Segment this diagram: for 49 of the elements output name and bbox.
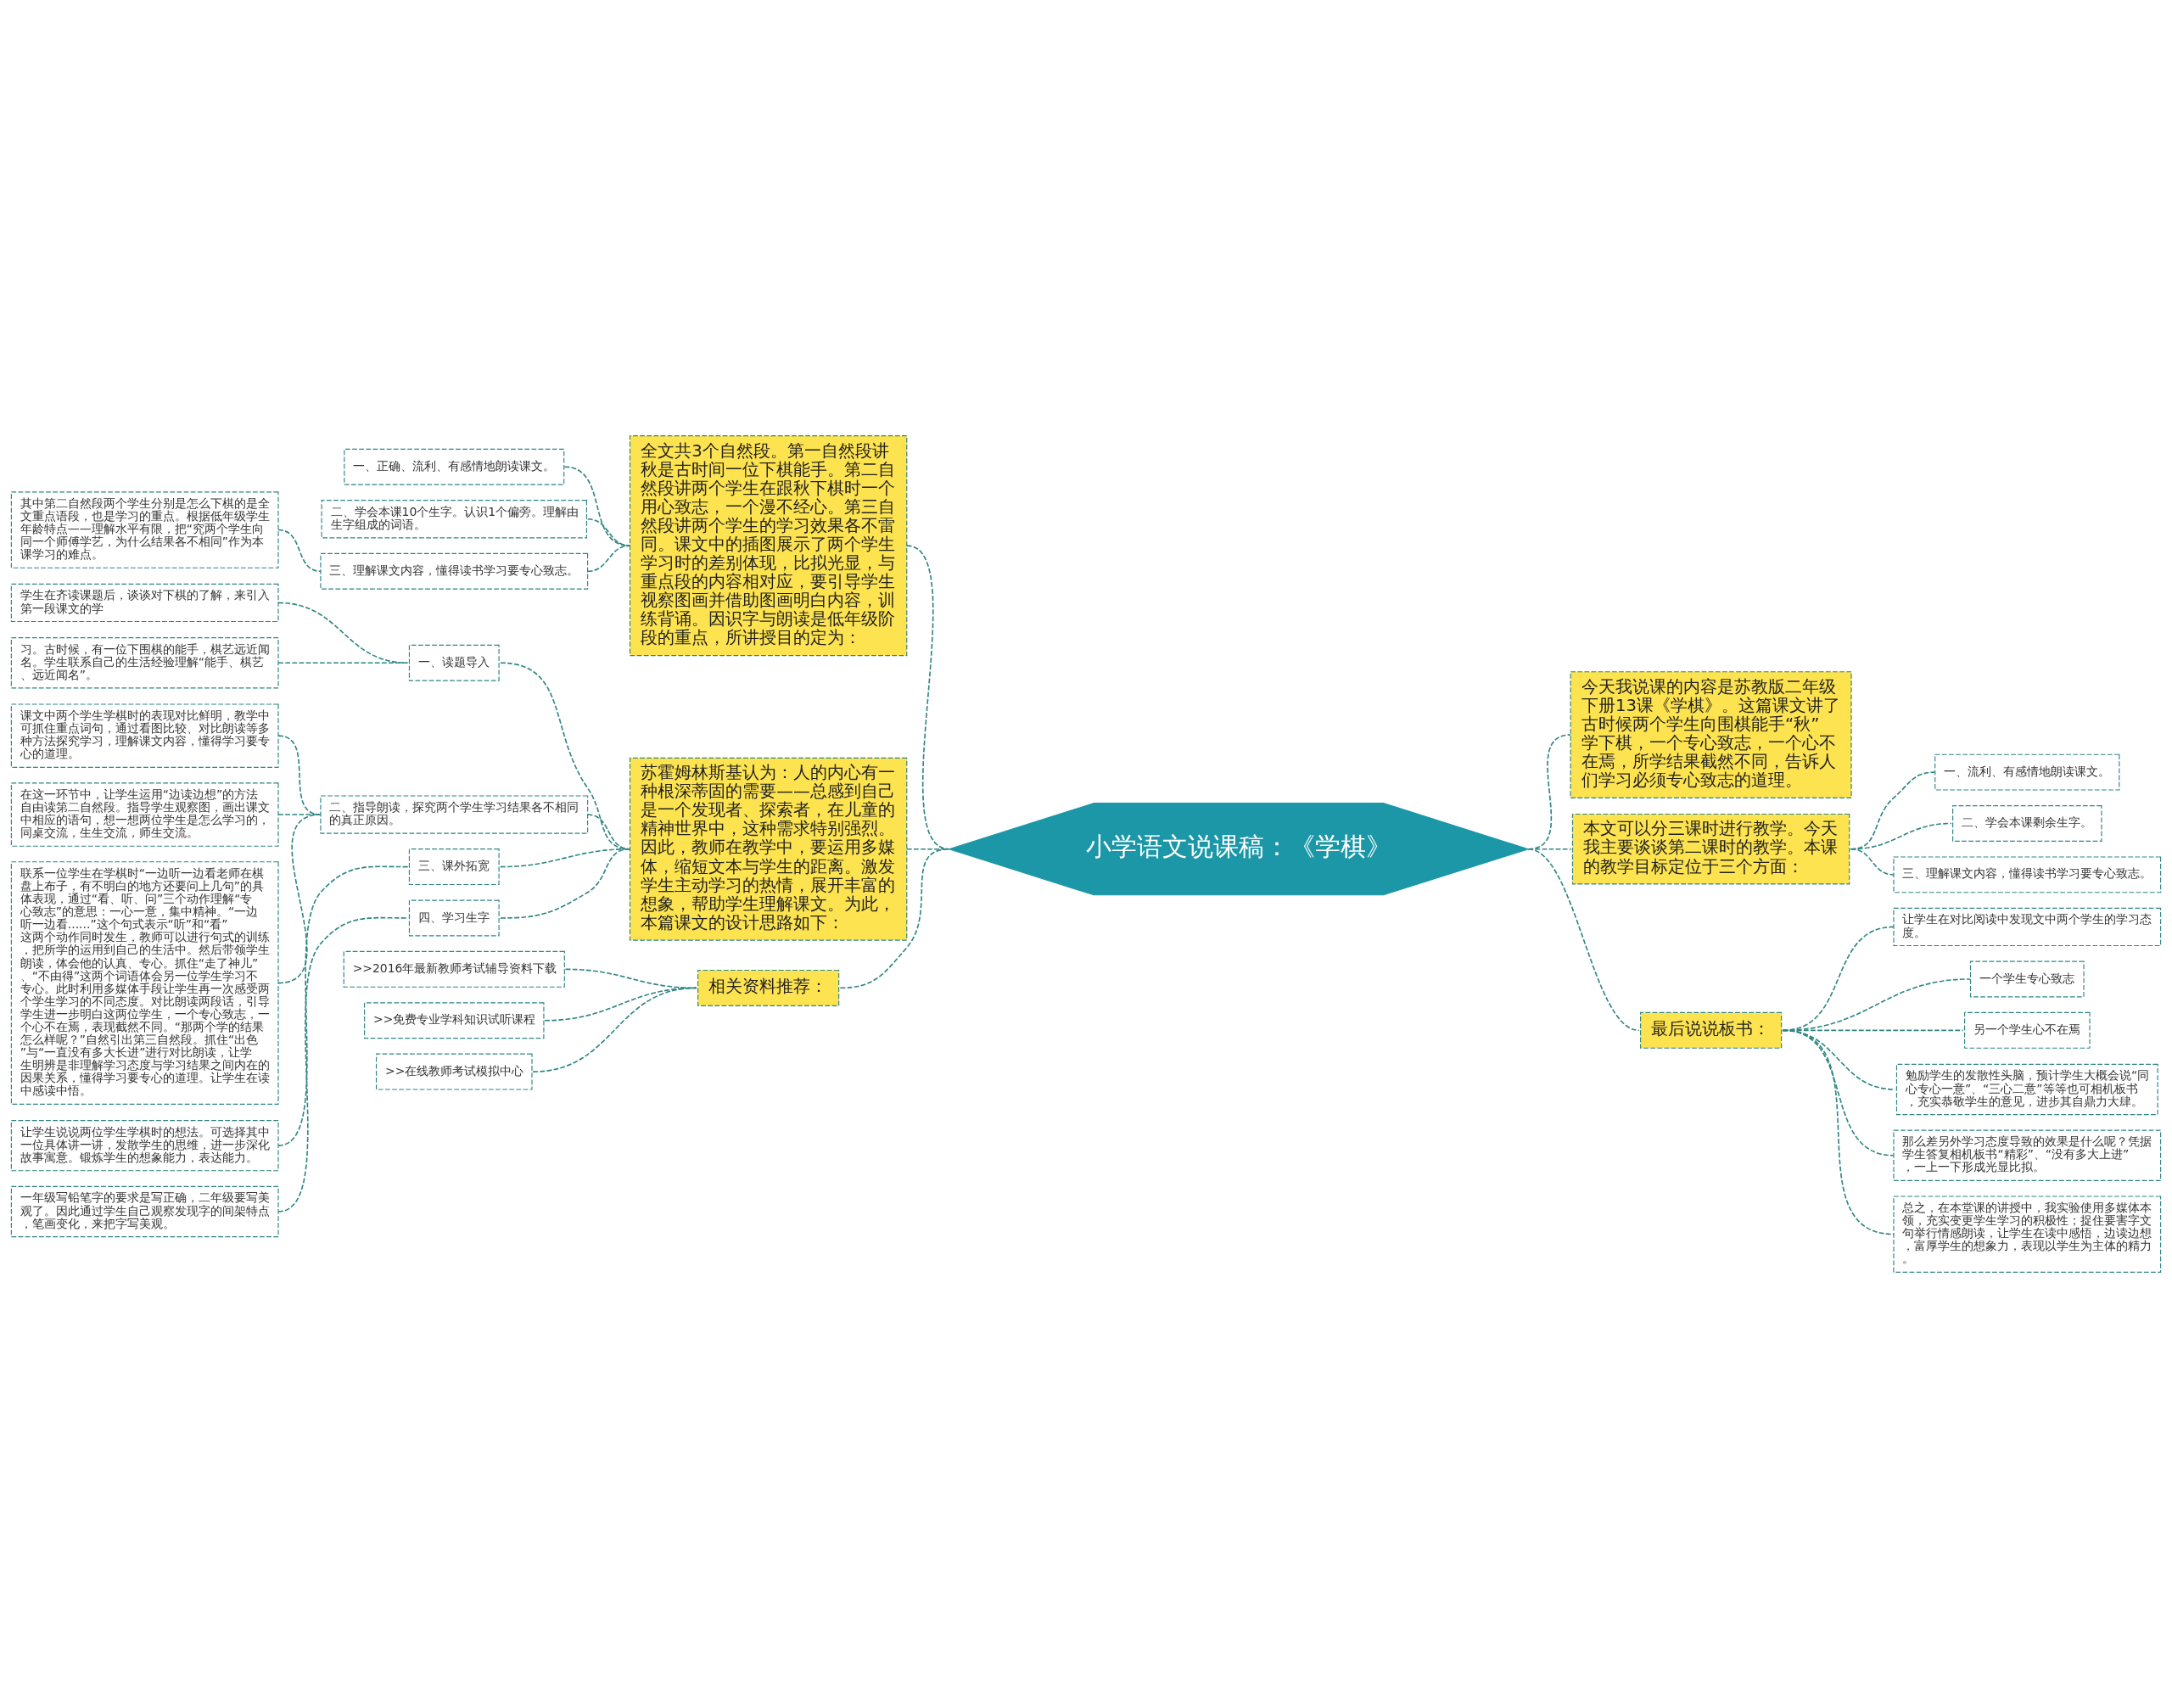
- node-box: 今天我说课的内容是苏教版二年级下册13课《学棋》。这篇课文讲了古时候两个学生向围棋能手“秋”学下棋，一个专心致志，一个心不在焉，所学结果截然不同，告诉人们学习必须专心致志的道理。: [1570, 671, 1852, 798]
- connector: [277, 814, 322, 984]
- connector: [1782, 1029, 1895, 1235]
- node-box: 那么差另外学习态度导致的效果是什么呢？凭据学生答复相机板书“精彩”、“没有多大上进”，一上一下形成光显比拟。: [1893, 1129, 2162, 1181]
- node-box: 二、学会本课10个生字。认识1个偏旁。理解由生字组成的词语。: [321, 500, 587, 539]
- node-box: 一、流利、有感情地朗读课文。: [1934, 753, 2120, 791]
- node-box: 另一个学生心不在焉: [1964, 1011, 2091, 1049]
- node-box: 在这一环节中，让学生运用“边读边想”的方法自由读第二自然段。指导学生观察图，画出课文中相应的语句，想一想两位学生是怎么学习的，同桌交流，生生交流，师生交流。: [10, 782, 279, 847]
- connector: [586, 545, 631, 573]
- node-box: 一年级写铅笔字的要求是写正确，二年级要写美观了。因此通过学生自己观察发现字的间架特点，笔画变化，来把字写美观。: [10, 1185, 279, 1238]
- node-box: 勉励学生的发散性头脑，预计学生大概会说“同心专心一意”、“三心二意”等等也可相机板书，充实恭敬学生的意见，进步其自鼎力大肆。: [1895, 1063, 2158, 1116]
- node-box: 苏霍姆林斯基认为：人的内心有一种根深蒂固的需要——总感到自己是一个发现者、探索者，在儿童的精神世界中，这种需求特别强烈。因此，教师在教学中，要运用多媒体，缩短文本与学生的距离。激发学生主动学习的热情，展开丰富的想象，帮助学生理解课文。为此，本篇课文的设计思路如下：: [629, 757, 908, 941]
- connector: [905, 848, 950, 850]
- connector: [277, 602, 409, 664]
- connector: [1527, 848, 1640, 1032]
- node-box: 一、读题导入: [408, 644, 500, 681]
- connector: [277, 865, 409, 1146]
- node-box: 让学生说说两位学生学棋时的想法。可选择其中一位具体讲一讲，发散学生的思维，进一步深化故事寓意。锻炼学生的想象能力，表达能力。: [10, 1120, 279, 1172]
- node-box: 一、正确、流利、有感情地朗读课文。: [344, 448, 565, 485]
- node-box: 三、理解课文内容，懂得读书学习要专心致志。: [1893, 856, 2162, 893]
- connector: [1850, 848, 1895, 876]
- node-box: 本文可以分三课时进行教学。今天我主要谈谈第二课时的教学。本课的教学目标定位于三个方面：: [1571, 813, 1850, 885]
- node-box: 全文共3个自然段。第一自然段讲秋是古时间一位下棋能手。第二自然段讲两个学生在跟秋下棋时一个用心致志，一个漫不经心。第三自然段讲两个学生的学习效果各不雷同。课文中的插图展示了两个学生学习时的差别体现，比拟光显，与重点段的内容相对应，要引导学生视察图画并借助图画明白内容，训练背诵。因识字与朗读是低年级阶段的重点，所讲授目的定为：: [629, 435, 908, 657]
- node-box: >>在线教师考试模拟中心: [375, 1053, 533, 1090]
- connector: [277, 662, 409, 664]
- node-box: 学生在齐读课题后，谈谈对下棋的了解，来引入第一段课文的学: [10, 583, 279, 623]
- node-box: 让学生在对比阅读中发现文中两个学生的学习态度。: [1893, 907, 2162, 947]
- connector: [1782, 978, 1971, 1032]
- node-box: 联系一位学生在学棋时“一边听一边看老师在棋盘上布子，有不明白的地方还要问上几句”的具体表现，通过“看、听、问”三个动作理解“专心致志”的意思：一心一意，集中精神。“一边听一边看......”这个句式表示“听”和“看”这两个动作同时发生，教师可以进行句式的训练，把所学的运用到自己的生活中。然后带领学生朗读，体会他的认真、专心。抓住“走了神儿”、“不由得”这两个词语体会另一位学生学习不专心。此时利用多媒体手段让学生再一次感受两个学生学习的不同态度。对比朗读两段话，引导学生进一步明白这两位学生，一个专心致志，一个心不在焉，表现截然不同。“那两个学的结果怎么样呢？”自然引出第三自然段。抓住“出色”与“一直没有多大长进”进行对比朗读，让学生明辨是非理解学习态度与学习结果之间内在的因果关系，懂得学习要专心的道理。让学生在读中感读中悟。: [10, 861, 279, 1105]
- node-box: 习。古时候，有一位下围棋的能手，棋艺远近闻名。学生联系自己的生活经验理解“能手、棋艺、远近闻名”。: [10, 637, 279, 689]
- connector: [277, 529, 322, 573]
- node-box: 四、学习生字: [408, 899, 500, 937]
- connector: [277, 916, 409, 1212]
- node-box: 相关资料推荐：: [697, 969, 840, 1006]
- node-box: 总之，在本堂课的讲授中，我实验使用多媒体本领，充实变更学生学习的积极性；捉住要害字文句举行情感朗读，让学生在读中感悟，边读边想，富厚学生的想象力，表现以学生为主体的精力。: [1893, 1196, 2162, 1273]
- node-box: 三、理解课文内容，懂得读书学习要专心致志。: [320, 552, 589, 590]
- connector: [532, 987, 697, 1072]
- node-box: 二、指导朗读，探究两个学生学习结果各不相同的真正原因。: [320, 795, 589, 834]
- node-box: 最后说说板书：: [1640, 1011, 1783, 1049]
- node-box: 三、课外拓宽: [408, 848, 500, 886]
- node-box: >>2016年最新教师考试辅导资料下载: [343, 950, 565, 988]
- node-box: 课文中两个学生学棋时的表现对比鲜明，教学中可抓住重点词句，通过看图比较、对比朗读等多种方法探究学习，理解课文内容，懂得学习要专心的道理。: [10, 703, 279, 768]
- node-box: 二、学会本课剩余生字。: [1952, 805, 2102, 842]
- connector: [500, 848, 631, 919]
- node-box: 一个学生专心致志: [1969, 960, 2085, 998]
- node-box: 其中第二自然段两个学生分别是怎么下棋的是全文重点语段，也是学习的重点。根据低年级学生年龄特点——理解水平有限，把“究两个学生向同一个师傅学艺，为什么结果各不相同”作为本课学习的难点。: [10, 491, 279, 568]
- node-box: >>免费专业学科知识试听课程: [364, 1002, 545, 1039]
- connector: [839, 848, 950, 989]
- connector: [905, 545, 950, 850]
